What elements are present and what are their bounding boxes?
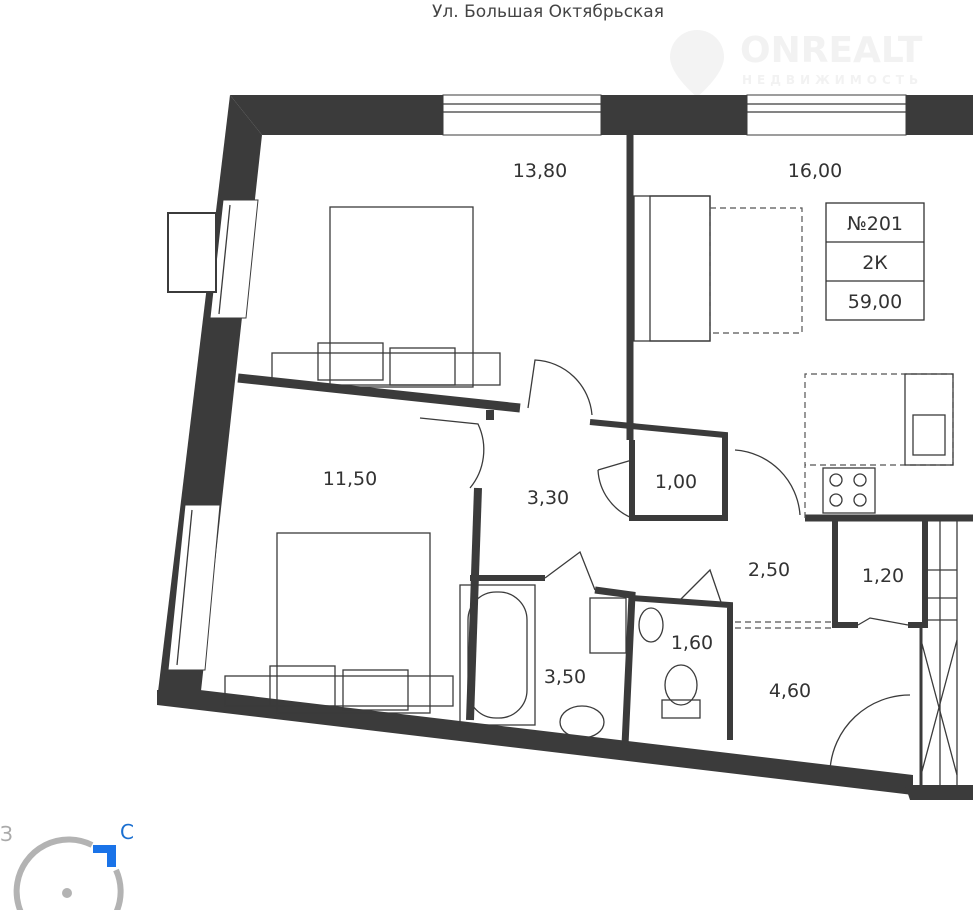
compass-west-label: З [0, 822, 13, 846]
room-area-bedroom-2: 11,50 [323, 468, 377, 490]
room-area-entrance: 4,60 [769, 680, 811, 702]
furniture [224, 195, 954, 739]
watermark-brand: ONREALT [740, 30, 923, 71]
window-top-2 [746, 94, 907, 136]
north-marker-icon [93, 845, 116, 867]
street-label: Ул. Большая Октябрьская [432, 2, 664, 22]
room-area-closet: 1,00 [655, 471, 697, 493]
apartment-total-area: 59,00 [848, 291, 902, 313]
doors [419, 359, 911, 771]
apartment-info-box: №201 2К 59,00 [825, 202, 925, 321]
window-left-1 [167, 199, 259, 319]
watermark-logo: ONREALT НЕДВИЖИМОСТЬ [670, 30, 923, 97]
room-area-hall: 3,30 [527, 487, 569, 509]
room-area-bathroom: 3,50 [544, 666, 586, 688]
apartment-number: №201 [847, 213, 903, 235]
apartment-type: 2К [862, 252, 888, 274]
compass-north-label: С [120, 820, 134, 844]
window-left-2 [167, 504, 221, 671]
outer-walls [157, 95, 973, 800]
room-area-living: 16,00 [788, 160, 842, 182]
room-area-toilet: 1,60 [671, 632, 713, 654]
compass: З С [0, 820, 134, 910]
window-top-1 [442, 94, 602, 136]
interior-walls [237, 135, 973, 790]
watermark-sub: НЕДВИЖИМОСТЬ [742, 73, 923, 87]
room-area-bedroom-1: 13,80 [513, 160, 567, 182]
room-area-corridor: 2,50 [748, 559, 790, 581]
room-area-storage: 1,20 [862, 565, 904, 587]
